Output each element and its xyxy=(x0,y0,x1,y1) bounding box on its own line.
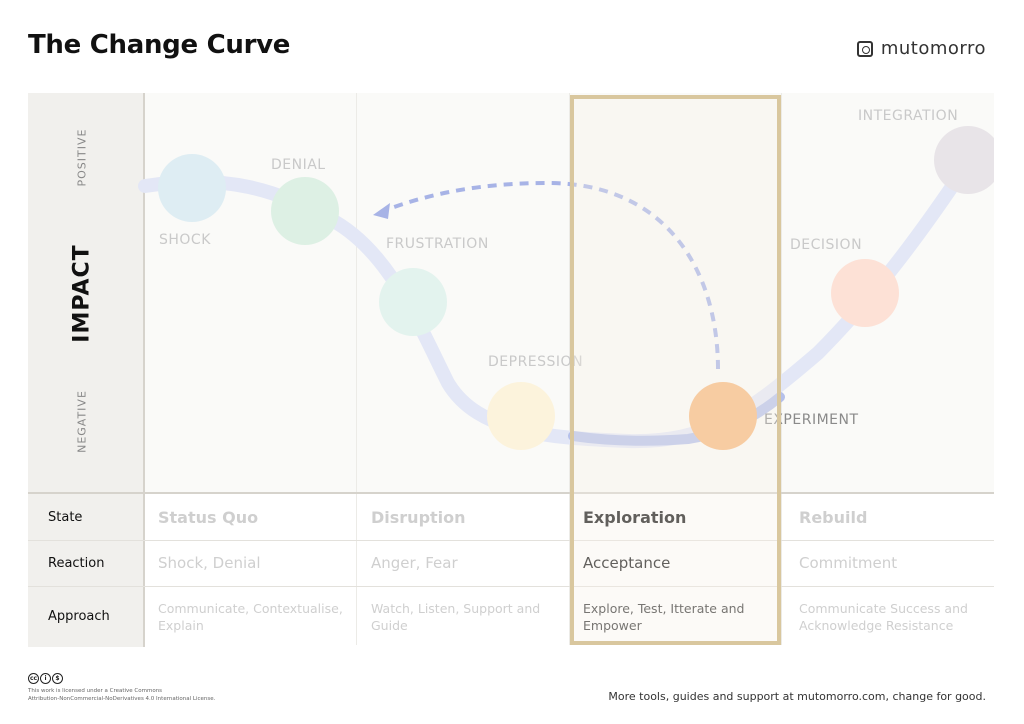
stage-label-shock: SHOCK xyxy=(159,232,211,248)
state-exploration: Exploration xyxy=(583,507,687,527)
row-divider xyxy=(28,586,994,587)
brand[interactable]: mutomorro xyxy=(856,38,986,59)
reaction-exploration: Acceptance xyxy=(583,554,671,572)
stage-circle-frustration xyxy=(379,268,447,336)
state-table: State Reaction Approach Status Quo Shock… xyxy=(28,492,994,647)
stage-circle-decision xyxy=(831,259,899,327)
stage-label-denial: DENIAL xyxy=(271,157,326,173)
stage-circle-shock xyxy=(158,154,226,222)
state-disruption: Disruption xyxy=(371,507,466,527)
row-label-reaction: Reaction xyxy=(28,540,145,586)
page-title: The Change Curve xyxy=(28,30,291,60)
by-icon: i xyxy=(40,673,51,684)
state-rebuild: Rebuild xyxy=(799,507,868,527)
row-label-approach: Approach xyxy=(28,586,145,647)
loop-back-arrow xyxy=(382,180,720,370)
license-block[interactable]: cc i $ This work is licensed under a Cre… xyxy=(28,673,228,703)
stage-circle-integration xyxy=(934,126,994,194)
cc-icon: cc xyxy=(28,673,39,684)
footer-tagline[interactable]: More tools, guides and support at mutomo… xyxy=(608,690,986,703)
stage-label-experiment: EXPERIMENT xyxy=(764,412,859,428)
column-divider xyxy=(356,93,357,645)
nc-icon: $ xyxy=(52,673,63,684)
license-text-line2: Attribution-NonCommercial-NoDerivatives … xyxy=(28,695,216,702)
row-label-state: State xyxy=(28,494,145,540)
license-text-line1: This work is licensed under a Creative C… xyxy=(28,688,163,694)
state-status-quo: Status Quo xyxy=(158,507,259,527)
stage-label-frustration: FRUSTRATION xyxy=(386,236,489,252)
column-divider xyxy=(569,93,570,645)
arrowhead-icon xyxy=(373,203,390,219)
stage-label-integration: INTEGRATION xyxy=(858,108,959,124)
reaction-rebuild: Commitment xyxy=(799,554,898,572)
approach-disruption: Watch, Listen, Support and Guide xyxy=(371,600,541,633)
change-curve-panel: POSITIVE IMPACT NEGATIVE SHOCK DENIAL FR… xyxy=(28,93,994,647)
stage-circle-denial xyxy=(271,177,339,245)
column-divider xyxy=(781,93,782,645)
stage-circle-experiment xyxy=(689,382,757,450)
mutomorro-logo-icon xyxy=(856,40,873,57)
approach-exploration: Explore, Test, Itterate and Empower xyxy=(583,600,745,633)
row-divider xyxy=(28,540,994,541)
reaction-disruption: Anger, Fear xyxy=(371,554,458,572)
stage-label-decision: DECISION xyxy=(790,237,863,253)
curve-line-active xyxy=(568,392,785,446)
impact-axis-column: POSITIVE IMPACT NEGATIVE xyxy=(28,93,145,492)
stage-label-depression: DEPRESSION xyxy=(488,354,584,370)
stage-circle-depression xyxy=(487,382,555,450)
approach-rebuild: Communicate Success and Acknowledge Resi… xyxy=(799,600,968,633)
reaction-status-quo: Shock, Denial xyxy=(158,554,261,572)
approach-status-quo: Communicate, Contextualise, Explain xyxy=(158,600,343,633)
change-curve-diagram xyxy=(138,126,994,450)
brand-name: mutomorro xyxy=(880,38,986,59)
